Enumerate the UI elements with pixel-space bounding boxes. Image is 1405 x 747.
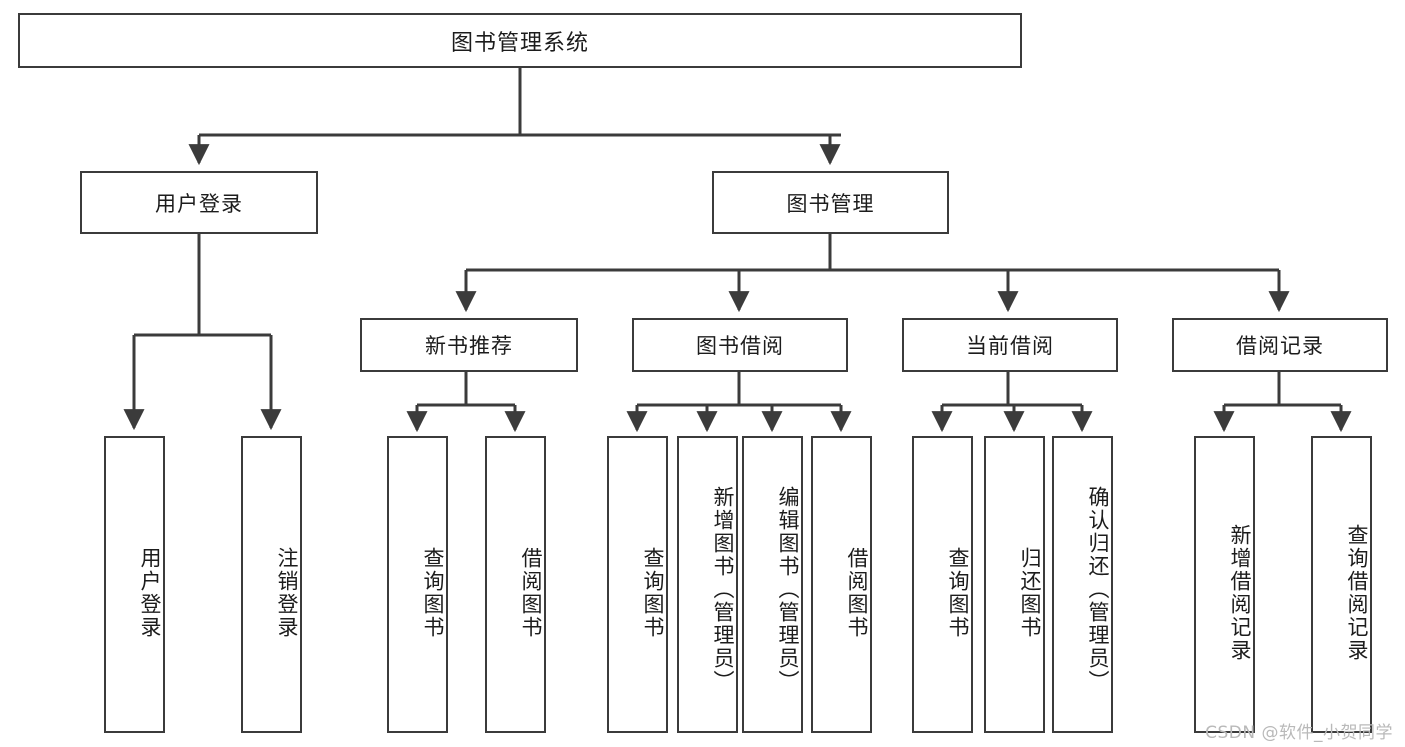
leaf-logout[interactable]: 注销登录 [241,436,302,733]
csdn-watermark: CSDN @软件_小贺同学 [1205,723,1393,743]
node-borrow-record[interactable]: 借阅记录 [1172,318,1388,372]
leaf-query-book-3[interactable]: 查询图书 [912,436,973,733]
leaf-edit-book[interactable]: 编辑图书（管理员） [742,436,803,733]
leaf-borrow-book-1[interactable]: 借阅图书 [485,436,546,733]
node-root[interactable]: 图书管理系统 [18,13,1022,68]
node-book-manage[interactable]: 图书管理 [712,171,949,234]
leaf-query-book-1[interactable]: 查询图书 [387,436,448,733]
leaf-add-book[interactable]: 新增图书（管理员） [677,436,738,733]
leaf-confirm-return[interactable]: 确认归还（管理员） [1052,436,1113,733]
leaf-return-book[interactable]: 归还图书 [984,436,1045,733]
leaf-user-login[interactable]: 用户登录 [104,436,165,733]
node-user-login[interactable]: 用户登录 [80,171,318,234]
leaf-borrow-book-2[interactable]: 借阅图书 [811,436,872,733]
node-current-borrow[interactable]: 当前借阅 [902,318,1118,372]
node-book-borrow[interactable]: 图书借阅 [632,318,848,372]
leaf-query-borrow-record[interactable]: 查询借阅记录 [1311,436,1372,733]
leaf-query-book-2[interactable]: 查询图书 [607,436,668,733]
leaf-add-borrow-record[interactable]: 新增借阅记录 [1194,436,1255,733]
node-new-book-recommend[interactable]: 新书推荐 [360,318,578,372]
